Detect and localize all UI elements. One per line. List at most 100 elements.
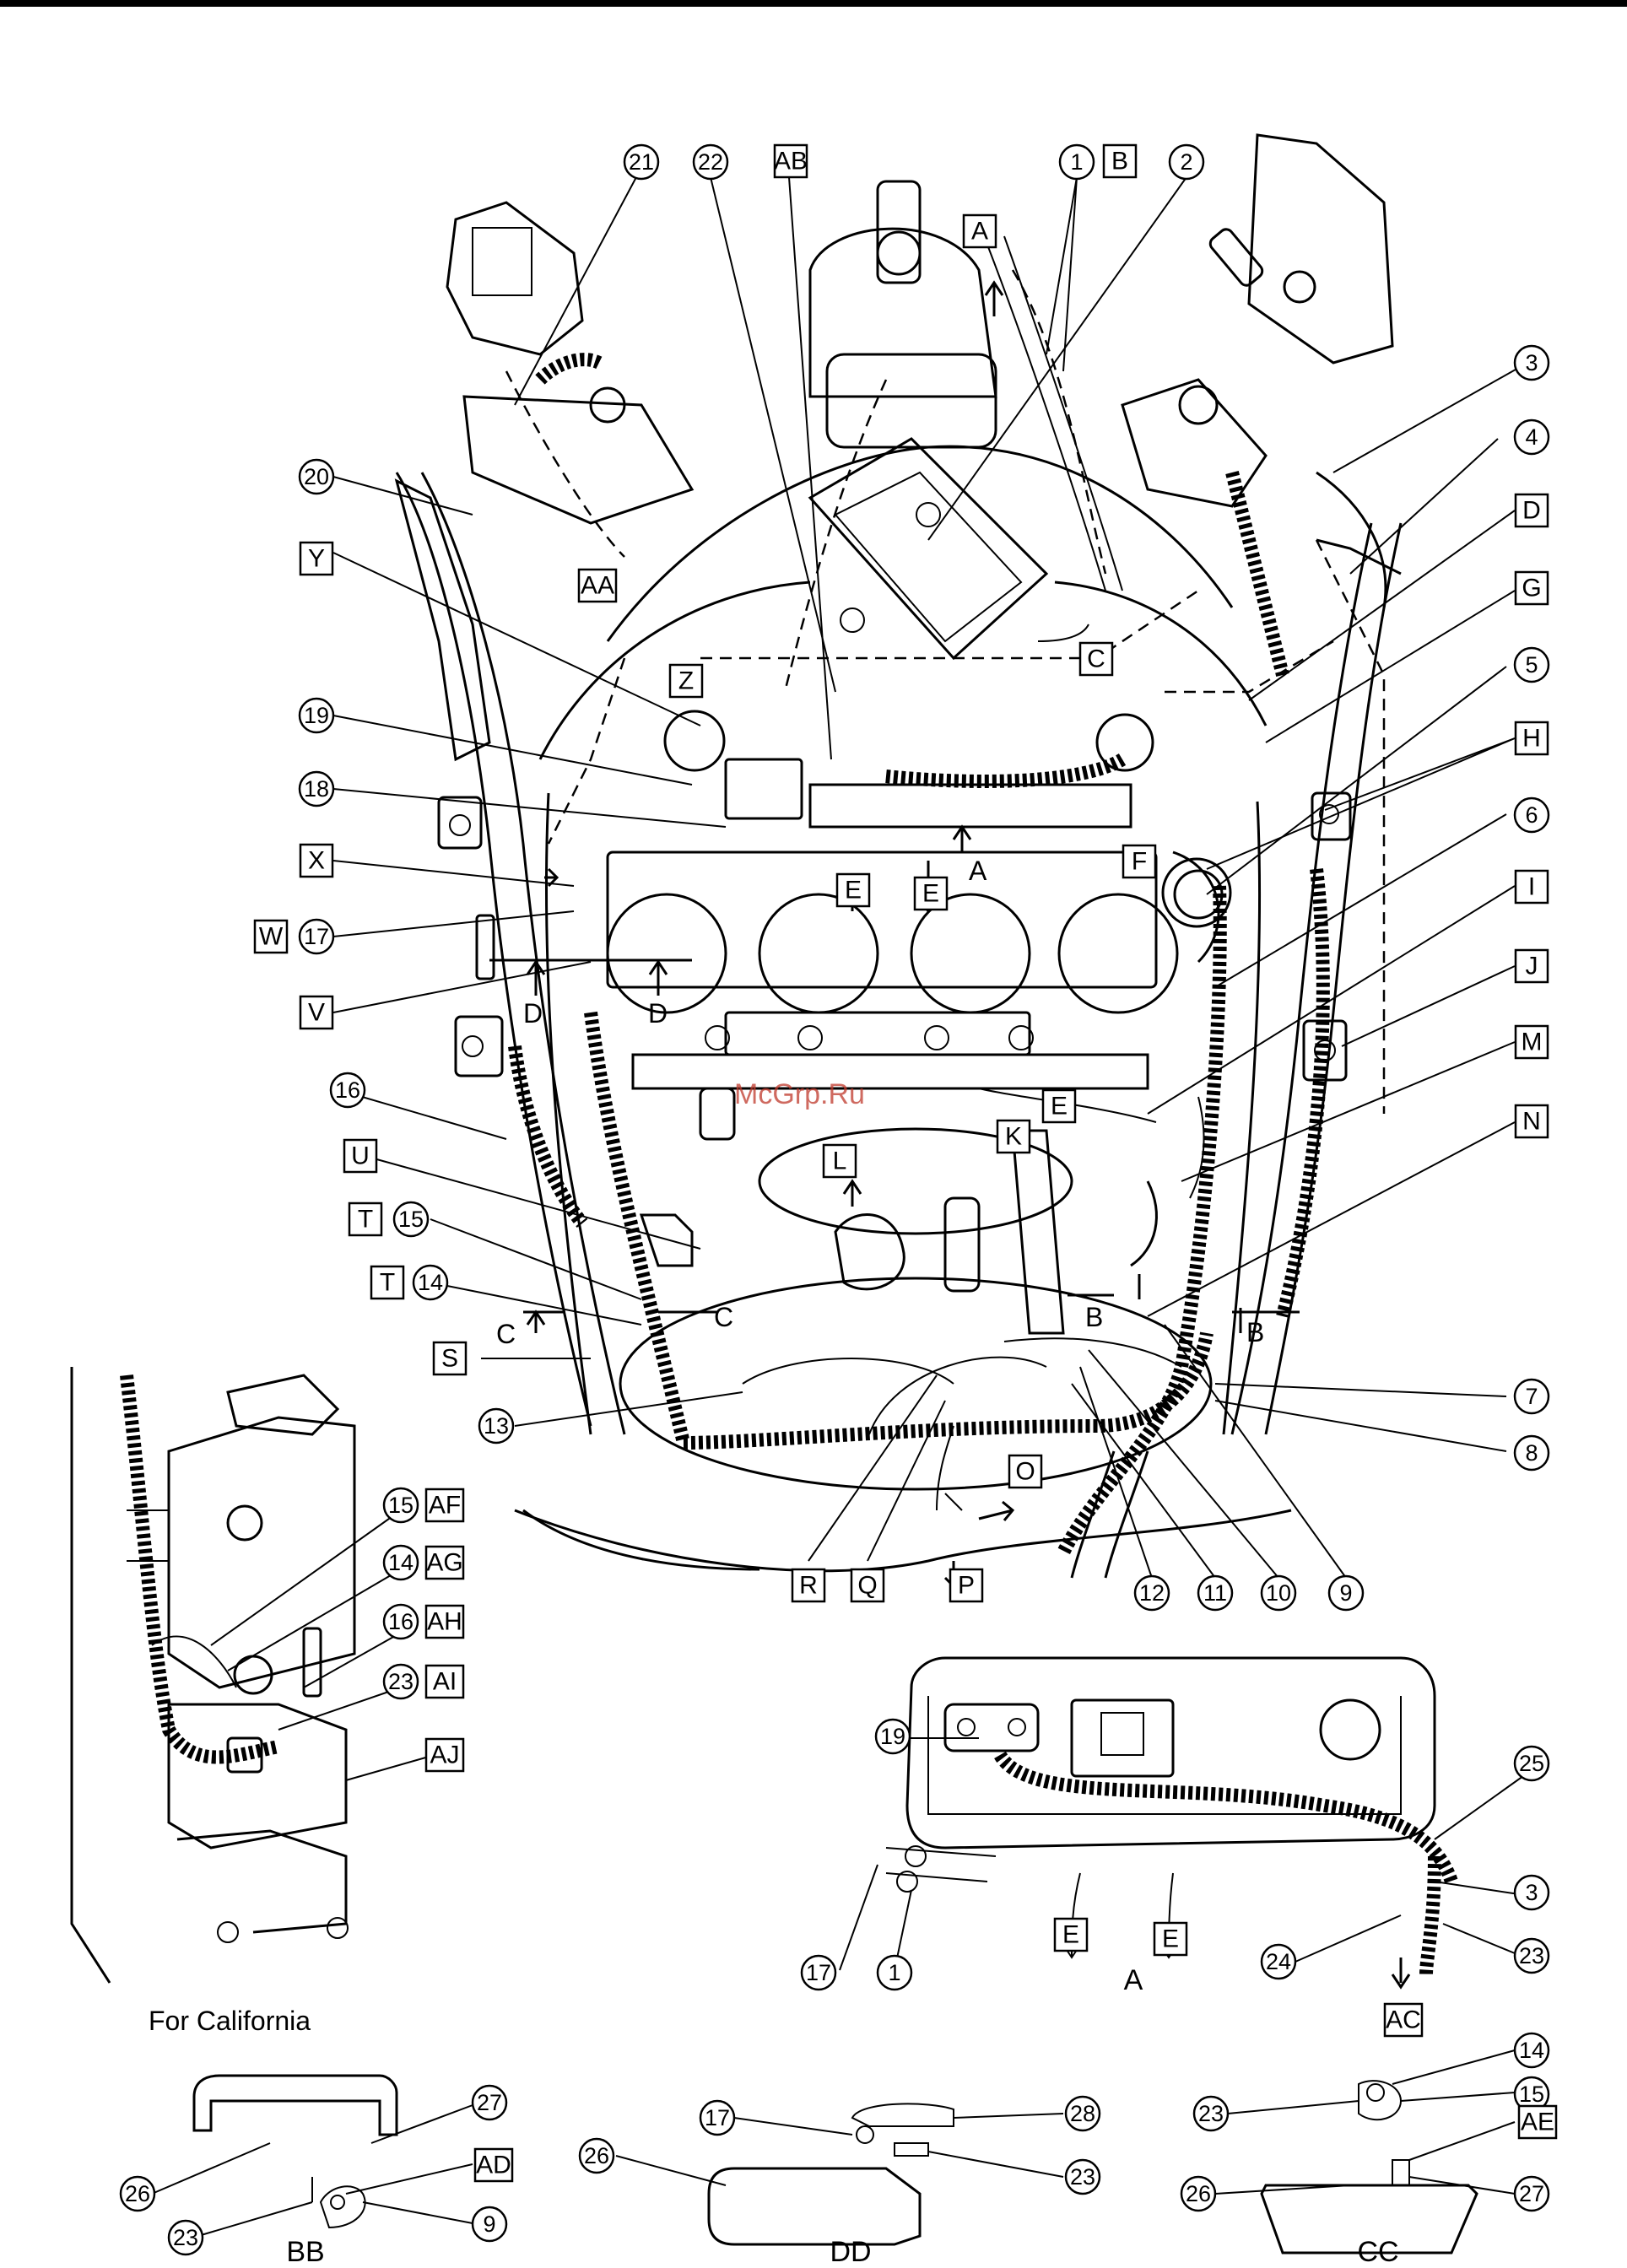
dd-23: 23: [1066, 2160, 1100, 2194]
a-17: 17: [802, 1956, 835, 1990]
callout-18: 18: [300, 772, 333, 806]
callout-10: 10: [1262, 1576, 1295, 1610]
callout-4: 4: [1515, 420, 1549, 454]
svg-text:E: E: [922, 880, 939, 908]
cal-AJ: AJ: [426, 1739, 463, 1771]
cal-AH: AH: [426, 1606, 463, 1638]
svg-text:11: 11: [1203, 1580, 1227, 1606]
inner-E-1: E: [837, 874, 869, 906]
svg-text:E: E: [845, 877, 862, 904]
cal-15: 15: [384, 1488, 418, 1522]
bb-AD: AD: [475, 2149, 512, 2181]
callout-2-label: 2: [1180, 149, 1192, 175]
callout-AB-label: AB: [774, 148, 808, 176]
svg-text:E: E: [1162, 1925, 1179, 1953]
top-rule: [0, 0, 1627, 7]
svg-text:AA: AA: [581, 572, 614, 600]
svg-text:9: 9: [483, 2211, 495, 2237]
california-inset-drawing: [72, 1367, 354, 1983]
a-24: 24: [1262, 1945, 1295, 1979]
callout-15: 15: [394, 1202, 428, 1236]
cc-26: 26: [1181, 2177, 1215, 2211]
svg-text:19: 19: [880, 1724, 905, 1749]
callout-H: H: [1516, 722, 1548, 754]
svg-text:AI: AI: [433, 1668, 457, 1696]
a-23: 23: [1515, 1939, 1549, 1973]
cal-23: 23: [384, 1665, 418, 1698]
svg-text:26: 26: [584, 2143, 609, 2168]
a-E-1: E: [1055, 1919, 1087, 1951]
inner-L: L: [824, 1145, 856, 1177]
callout-G: G: [1516, 572, 1548, 604]
svg-text:3: 3: [1525, 1880, 1538, 1905]
svg-text:AD: AD: [476, 2152, 511, 2179]
a-3: 3: [1515, 1876, 1549, 1909]
inner-E-3: E: [1043, 1090, 1075, 1122]
watermark-text: McGrp.Ru: [734, 1078, 865, 1110]
svg-text:AC: AC: [1386, 2006, 1421, 2034]
inner-C-top: C: [1080, 643, 1112, 675]
svg-text:9: 9: [1339, 1580, 1352, 1606]
svg-text:M: M: [1522, 1029, 1543, 1056]
svg-text:O: O: [1015, 1458, 1035, 1486]
cc-14: 14: [1515, 2033, 1549, 2067]
callout-13: 13: [479, 1409, 513, 1443]
callout-19: 19: [300, 699, 333, 732]
callout-W: W: [255, 921, 287, 953]
svg-text:C: C: [1087, 645, 1105, 673]
dd-17: 17: [700, 2101, 734, 2135]
inner-F: F: [1123, 845, 1155, 878]
svg-text:4: 4: [1525, 424, 1538, 450]
a-19: 19: [876, 1720, 910, 1753]
callout-21-label: 21: [629, 149, 654, 175]
svg-text:E: E: [1062, 1921, 1079, 1949]
caption-section-bb: BB: [286, 2236, 324, 2268]
svg-text:G: G: [1522, 575, 1541, 602]
callout-B-label: B: [1111, 148, 1128, 176]
svg-text:AE: AE: [1521, 2109, 1554, 2136]
cal-14: 14: [384, 1546, 418, 1580]
bb-23: 23: [169, 2221, 203, 2254]
callout-Y: Y: [300, 543, 332, 575]
callout-J: J: [1516, 950, 1548, 982]
callout-N: N: [1516, 1105, 1548, 1137]
svg-text:A: A: [971, 218, 988, 246]
svg-text:T: T: [358, 1206, 373, 1234]
svg-text:23: 23: [1198, 2101, 1224, 2126]
cal-AI: AI: [426, 1666, 463, 1698]
cc-27: 27: [1515, 2177, 1549, 2211]
svg-text:U: U: [351, 1142, 370, 1170]
svg-text:17: 17: [705, 2105, 730, 2130]
svg-text:P: P: [958, 1572, 975, 1600]
cc-23: 23: [1194, 2097, 1228, 2130]
svg-text:5: 5: [1525, 652, 1538, 678]
callout-T-a: T: [349, 1203, 381, 1235]
svg-text:14: 14: [388, 1550, 414, 1575]
svg-text:S: S: [441, 1345, 458, 1373]
inner-D-right: D: [648, 998, 668, 1029]
svg-text:L: L: [833, 1148, 847, 1175]
callout-7: 7: [1515, 1380, 1549, 1413]
svg-text:17: 17: [304, 924, 329, 949]
callout-1-label: 1: [1070, 149, 1083, 175]
callout-9: 9: [1329, 1576, 1363, 1610]
cc-AE: AE: [1519, 2106, 1556, 2138]
svg-text:Z: Z: [678, 667, 694, 695]
svg-text:AJ: AJ: [430, 1742, 459, 1769]
svg-text:H: H: [1522, 725, 1541, 753]
callout-M: M: [1516, 1026, 1548, 1058]
bb-26: 26: [121, 2177, 154, 2211]
section-drawings: [194, 2076, 1477, 2253]
svg-text:I: I: [1528, 873, 1535, 901]
callout-B: B: [1104, 145, 1136, 177]
callout-17: 17: [300, 920, 333, 953]
svg-text:14: 14: [1519, 2038, 1544, 2063]
svg-text:18: 18: [304, 776, 329, 802]
svg-text:N: N: [1522, 1108, 1541, 1136]
dd-26: 26: [580, 2139, 614, 2173]
svg-text:16: 16: [388, 1609, 414, 1634]
svg-text:27: 27: [477, 2090, 502, 2115]
callout-AB: AB: [774, 145, 808, 177]
dd-28: 28: [1066, 2097, 1100, 2130]
